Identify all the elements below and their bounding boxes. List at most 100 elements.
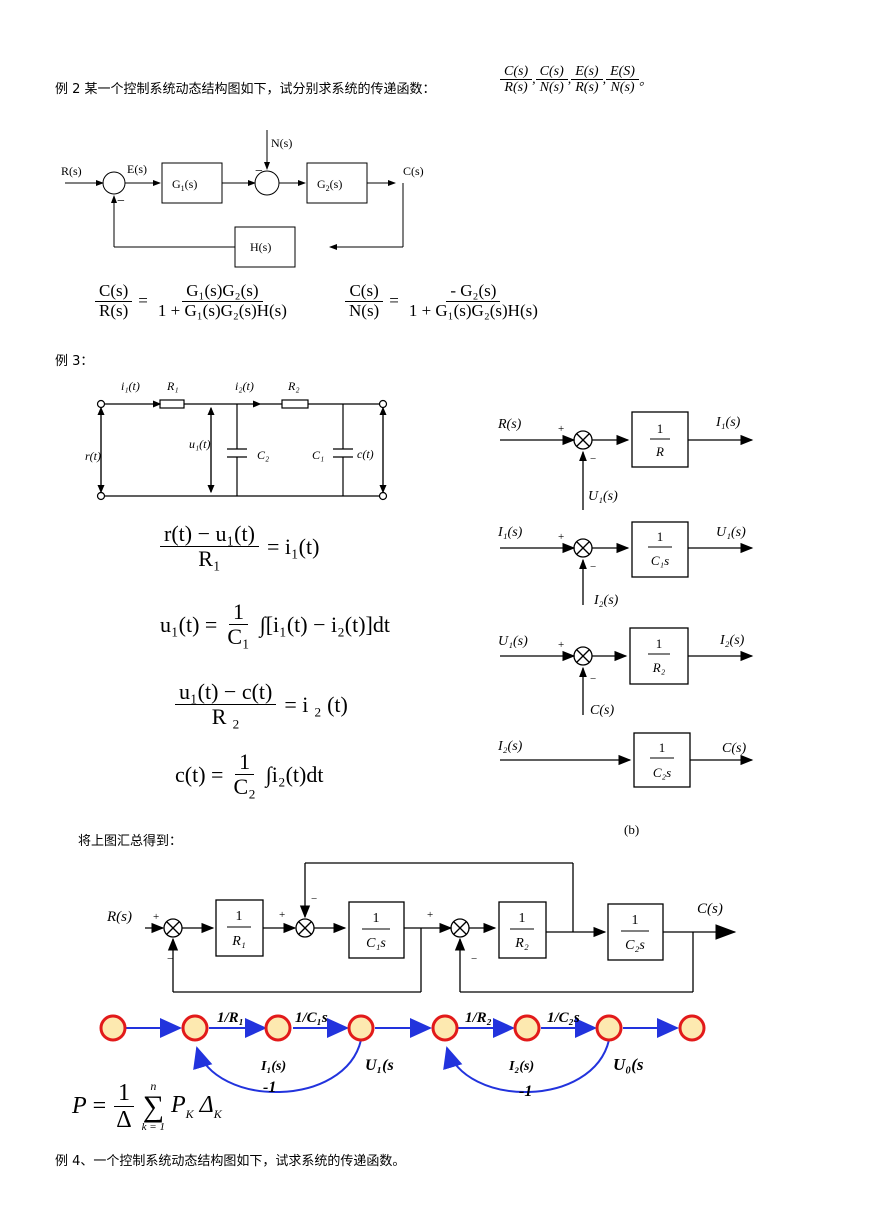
sfg-node-1 [99,1014,127,1042]
overall-output-label: C(s) [697,901,723,917]
minus-sign-2: − [255,164,263,179]
sfg-feedback-gain-2: -1 [519,1083,532,1100]
sfg-node-5 [431,1014,459,1042]
equation-3: u₁(t) − c(t)R ₂ = i ₂ (t) [175,679,348,729]
svg-text:1: 1 [657,529,664,544]
h-block-label: H(s) [250,240,271,254]
svg-text:R: R [655,444,664,459]
svg-text:1: 1 [373,911,380,926]
sfg-gain-4: 1/C₂s [547,1010,580,1026]
sfg-node-8 [678,1014,706,1042]
svg-text:−: − [167,953,173,965]
row4-input-label: I₂(s) [497,739,523,754]
example2-block-diagram: R(s) E(s) N(s) C(s) − − G1(s) G2(s) H(s) [61,130,424,268]
tf4-denominator: N(s) [610,80,635,96]
svg-text:C₁s: C₁s [651,553,669,568]
r1-label: R₁ [166,379,179,393]
row3-output-label: I₂(s) [719,633,745,648]
rc-circuit-diagram: i₁(t) R₁ i₂(t) R₂ u₁(t) C₂ C₁ c(t) r(t) [85,379,388,501]
summary-text: 将上图汇总得到： [78,834,183,849]
minus-sign: − [117,194,125,209]
sfg-node-6 [513,1014,541,1042]
example2-label: 例 2 [55,82,81,97]
svg-text:−: − [311,893,317,905]
svg-text:C₂s: C₂s [625,938,645,953]
row4-output-label: C(s) [722,741,746,756]
sfg-node-2 [181,1014,209,1042]
svg-text:1: 1 [236,909,243,924]
c-output-label: c(t) [357,447,374,461]
svg-text:R₂: R₂ [652,660,666,675]
sfg-gain-3: 1/R₂ [465,1010,492,1026]
tf3-numerator: E(s) [571,64,603,81]
row1-input-label: R(s) [497,417,522,432]
sfg-node-label-uo: U₀(s [613,1055,644,1074]
svg-text:1: 1 [657,421,664,436]
row2-input-label: I₁(s) [497,525,523,540]
i1-label: i₁(t) [121,379,140,393]
svg-text:C₁s: C₁s [366,936,386,951]
row3-input-label: U₁(s) [498,634,528,649]
g2-block-label: G2(s) [317,177,342,193]
sfg-feedback-gain-1: -1 [263,1079,276,1096]
svg-text:+: + [153,911,159,923]
svg-text:−: − [590,673,596,685]
tf4-numerator: E(S) [606,64,639,81]
sfg-node-label-i2: I₂(s) [508,1059,534,1074]
svg-text:R₁: R₁ [231,934,245,949]
svg-text:−: − [590,453,596,465]
example2-result-2: C(s)N(s) = - G₂(s)1 + G₁(s)G₂(s)H(s) [345,281,542,320]
sfg-node-4 [347,1014,375,1042]
svg-text:+: + [558,531,564,543]
example2-text: 某一个控制系统动态结构图如下，试分别求系统的传递函数： [84,82,436,97]
block-diagrams-b: R(s) I₁(s) U₁(s) I₁(s) U₁(s) I₂(s) U₁(s)… [497,411,754,788]
row1-feedback-label: U₁(s) [588,489,618,504]
svg-text:1: 1 [519,911,526,926]
svg-text:+: + [558,639,564,651]
signal-flow-graph: 1/R₁ 1/C₁s 1/R₂ 1/C₂s I₁(s) U₁(s I₂(s) U… [99,1010,706,1100]
r-label: R(s) [61,164,82,178]
example2-intro: 例 2 某一个控制系统动态结构图如下，试分别求系统的传递函数： [55,78,436,97]
row2-output-label: U₁(s) [716,525,746,540]
sfg-node-3 [264,1014,292,1042]
caption-b: (b) [624,822,640,837]
tf1-numerator: C(s) [500,64,533,81]
e-label: E(s) [127,162,147,176]
c1-label: C₁ [312,448,324,462]
c2-label: C₂ [257,448,269,462]
svg-text:+: + [427,909,433,921]
sfg-node-7 [595,1014,623,1042]
c-label: C(s) [403,164,424,178]
svg-text:1: 1 [632,913,639,928]
example2-transfer-functions: C(s)R(s), C(s)N(s), E(s)R(s), E(S)N(s)。 [500,64,652,96]
svg-text:+: + [558,423,564,435]
row2-feedback-label: I₂(s) [593,593,619,608]
u1-label: u₁(t) [189,437,211,451]
overall-input-label: R(s) [106,909,132,925]
r2-label: R₂ [287,379,300,393]
svg-text:1: 1 [656,636,663,651]
svg-text:−: − [471,953,477,965]
svg-text:C₂s: C₂s [653,765,671,780]
row1-output-label: I₁(s) [715,415,741,430]
n-label: N(s) [271,136,292,150]
row3-feedback-label: C(s) [590,703,614,718]
sfg-node-label-i1: I₁(s) [260,1059,286,1074]
sfg-gain-1: 1/R₁ [217,1010,244,1026]
example3-label: 例 3： [55,354,94,369]
tf2-denominator: N(s) [539,80,564,96]
tf2-numerator: C(s) [535,64,568,81]
example4-text: 例 4、一个控制系统动态结构图如下，试求系统的传递函数。 [55,1154,406,1169]
svg-text:−: − [590,561,596,573]
sfg-node-label-u1: U₁(s [365,1057,394,1074]
sfg-gain-2: 1/C₁s [295,1010,328,1026]
r-input-label: r(t) [85,449,101,463]
svg-text:R₂: R₂ [514,936,529,951]
example2-result-1: C(s)R(s) = G₁(s)G₂(s)1 + G₁(s)G₂(s)H(s) [95,281,291,320]
tf1-denominator: R(s) [504,80,528,96]
tf3-denominator: R(s) [575,80,599,96]
